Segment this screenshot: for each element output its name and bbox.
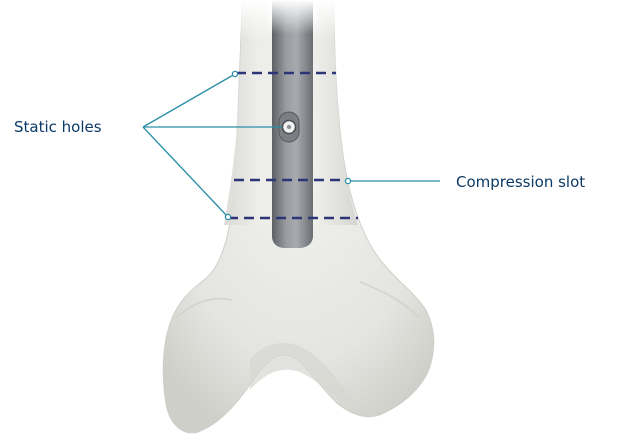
leader-dot-distal <box>225 214 230 219</box>
static-holes-label: Static holes <box>14 118 102 136</box>
intramedullary-nail <box>268 0 318 248</box>
compression-slot-label: Compression slot <box>456 173 585 191</box>
leader-static-to-distal <box>143 127 228 217</box>
leader-static-to-proximal <box>143 74 235 127</box>
leader-dot-compression <box>345 178 350 183</box>
leader-dot-proximal <box>232 71 237 76</box>
nail-top-fade <box>268 0 318 34</box>
nail-hole-center <box>287 125 291 129</box>
